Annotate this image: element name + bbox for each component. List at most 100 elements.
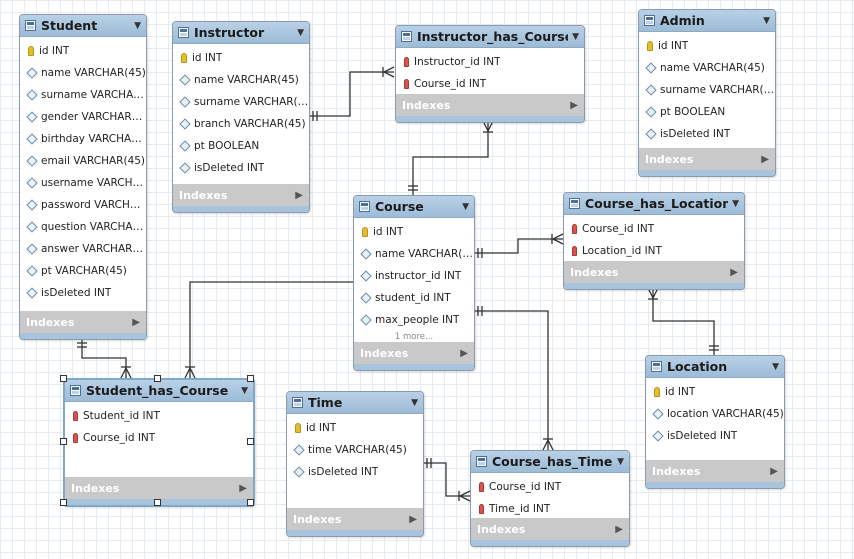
column-row[interactable]: id INT xyxy=(646,381,784,403)
column-row[interactable]: birthday VARCHAR(... xyxy=(20,128,146,150)
relationship-student-to-student_has_course[interactable] xyxy=(77,338,132,379)
relationship-time-to-course_has_time[interactable] xyxy=(422,458,471,502)
table-header[interactable]: Location▼ xyxy=(646,356,784,378)
collapse-arrow-icon[interactable]: ▼ xyxy=(411,397,418,408)
collapse-arrow-icon[interactable]: ▼ xyxy=(617,456,624,467)
column-row[interactable]: time VARCHAR(45) xyxy=(287,439,423,461)
column-row[interactable]: id INT xyxy=(173,47,309,69)
collapse-arrow-icon[interactable]: ▼ xyxy=(297,27,304,38)
column-row[interactable]: pt BOOLEAN xyxy=(639,101,775,123)
column-row[interactable]: pt BOOLEAN xyxy=(173,135,309,157)
table-header[interactable]: Instructor▼ xyxy=(173,22,309,44)
indexes-section[interactable]: Indexes▶ xyxy=(639,148,775,170)
expand-arrow-icon[interactable]: ▶ xyxy=(730,266,738,278)
resize-handle[interactable] xyxy=(247,437,254,445)
collapse-arrow-icon[interactable]: ▼ xyxy=(572,31,579,42)
column-row[interactable]: isDeleted INT xyxy=(639,123,775,145)
column-row[interactable]: password VARCHA... xyxy=(20,194,146,216)
column-row[interactable]: max_people INT xyxy=(354,309,474,331)
column-row[interactable]: Course_id INT xyxy=(65,427,253,449)
indexes-section[interactable]: Indexes▶ xyxy=(173,184,309,206)
expand-arrow-icon[interactable]: ▶ xyxy=(295,189,303,201)
column-row[interactable]: answer VARCHAR(4... xyxy=(20,238,146,260)
collapse-arrow-icon[interactable]: ▼ xyxy=(134,20,141,31)
column-row[interactable]: surname VARCHAR... xyxy=(20,84,146,106)
column-row[interactable]: name VARCHAR(45) xyxy=(639,57,775,79)
column-row[interactable]: id INT xyxy=(354,221,474,243)
expand-arrow-icon[interactable]: ▶ xyxy=(409,513,417,525)
column-row[interactable]: instructor_id INT xyxy=(354,265,474,287)
collapse-arrow-icon[interactable]: ▼ xyxy=(763,15,770,26)
table-header[interactable]: Course_has_Location▼ xyxy=(564,193,744,215)
relationship-location-to-course_has_location[interactable] xyxy=(647,287,719,355)
column-row[interactable]: Instructor_id INT xyxy=(396,51,584,73)
indexes-section[interactable]: Indexes▶ xyxy=(354,342,474,364)
relationship-course-to-course_has_location[interactable] xyxy=(473,233,564,258)
table-header[interactable]: Student▼ xyxy=(20,15,146,37)
column-row[interactable]: question VARCHAR... xyxy=(20,216,146,238)
indexes-section[interactable]: Indexes▶ xyxy=(287,508,423,530)
table-header[interactable]: Course_has_Time▼ xyxy=(471,451,629,473)
column-row[interactable]: isDeleted INT xyxy=(646,425,784,447)
relationship-course-to-instructor_has_course[interactable] xyxy=(408,120,494,195)
column-row[interactable]: student_id INT xyxy=(354,287,474,309)
column-row[interactable]: location VARCHAR(45) xyxy=(646,403,784,425)
resize-handle[interactable] xyxy=(247,499,254,506)
resize-handle[interactable] xyxy=(60,499,67,506)
resize-handle[interactable] xyxy=(60,437,67,445)
column-row[interactable]: Course_id INT xyxy=(471,476,629,498)
column-row[interactable]: Student_id INT xyxy=(65,405,253,427)
column-row[interactable]: pt VARCHAR(45) xyxy=(20,260,146,282)
indexes-section[interactable]: Indexes▶ xyxy=(646,460,784,482)
expand-arrow-icon[interactable]: ▶ xyxy=(761,153,769,165)
column-row[interactable]: isDeleted INT xyxy=(20,282,146,304)
collapse-arrow-icon[interactable]: ▼ xyxy=(772,361,779,372)
column-row[interactable]: username VARCHA... xyxy=(20,172,146,194)
table-header[interactable]: Course▼ xyxy=(354,196,474,218)
collapse-arrow-icon[interactable]: ▼ xyxy=(732,198,739,209)
column-row[interactable]: Location_id INT xyxy=(564,240,744,262)
indexes-section[interactable]: Indexes▶ xyxy=(396,94,584,116)
column-row[interactable]: surname VARCHAR(45) xyxy=(639,79,775,101)
column-row[interactable]: surname VARCHAR(45) xyxy=(173,91,309,113)
table-header[interactable]: Instructor_has_Course▼ xyxy=(396,26,584,48)
column-row[interactable]: id INT xyxy=(20,40,146,62)
table-header[interactable]: Time▼ xyxy=(287,392,423,414)
column-row[interactable]: name VARCHAR(45) xyxy=(173,69,309,91)
column-row[interactable]: Time_id INT xyxy=(471,498,629,520)
indexes-section[interactable]: Indexes▶ xyxy=(65,477,253,499)
indexes-section[interactable]: Indexes▶ xyxy=(564,261,744,283)
column-row[interactable]: id INT xyxy=(639,35,775,57)
expand-arrow-icon[interactable]: ▶ xyxy=(239,482,247,494)
relationship-instructor-to-instructor_has_course[interactable] xyxy=(308,66,395,121)
resize-handle[interactable] xyxy=(154,375,161,382)
column-row[interactable]: isDeleted INT xyxy=(173,157,309,179)
collapse-arrow-icon[interactable]: ▼ xyxy=(462,201,469,212)
column-row[interactable]: Course_id INT xyxy=(396,73,584,95)
expand-arrow-icon[interactable]: ▶ xyxy=(615,523,623,535)
column-row[interactable]: gender VARCHAR(4... xyxy=(20,106,146,128)
column-row[interactable]: name VARCHAR(45) xyxy=(20,62,146,84)
expand-arrow-icon[interactable]: ▶ xyxy=(132,316,140,328)
column-row[interactable]: Course_id INT xyxy=(564,218,744,240)
resize-handle[interactable] xyxy=(247,375,254,382)
table-header[interactable]: Student_has_Course▼ xyxy=(65,380,253,402)
expand-arrow-icon[interactable]: ▶ xyxy=(570,99,578,111)
indexes-section[interactable]: Indexes▶ xyxy=(471,518,629,540)
resize-handle[interactable] xyxy=(60,375,67,382)
column-row[interactable]: name VARCHAR(45) xyxy=(354,243,474,265)
table-header[interactable]: Admin▼ xyxy=(639,10,775,32)
indexes-section[interactable]: Indexes▶ xyxy=(20,311,146,333)
more-columns-label[interactable]: 1 more... xyxy=(394,332,434,342)
column-row[interactable]: email VARCHAR(45) xyxy=(20,150,146,172)
expand-arrow-icon[interactable]: ▶ xyxy=(770,465,778,477)
column-row[interactable]: isDeleted INT xyxy=(287,461,423,483)
